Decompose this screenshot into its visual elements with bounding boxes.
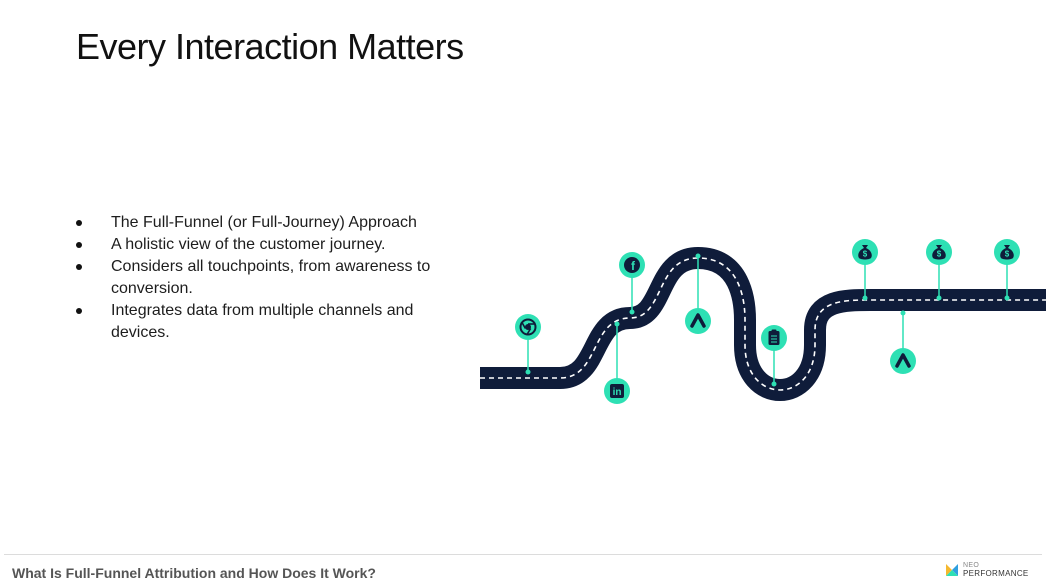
bullet-text: Considers all touchpoints, from awarenes… (111, 258, 431, 297)
bullet-item: Considers all touchpoints, from awarenes… (76, 256, 456, 300)
bullet-dot (76, 220, 82, 226)
touchpoint-dots (525, 253, 1010, 387)
logo-line-2: PERFORMANCE (963, 569, 1029, 578)
chrome-icon (515, 314, 541, 340)
bullet-item: A holistic view of the customer journey. (76, 234, 456, 256)
linkedin-icon: in (604, 378, 630, 404)
money-bag-icon: $ (926, 239, 952, 265)
logo-mark-icon (946, 564, 958, 576)
money-bag-icon: $ (852, 239, 878, 265)
svg-text:$: $ (937, 250, 942, 259)
road (480, 247, 1046, 401)
bullet-text: The Full-Funnel (or Full-Journey) Approa… (111, 214, 417, 231)
facebook-icon: f (619, 252, 645, 278)
footer-caption: What Is Full-Funnel Attribution and How … (12, 565, 376, 581)
bullet-dot (76, 264, 82, 270)
road-center-line (480, 257, 1046, 391)
svg-text:f: f (631, 259, 636, 273)
brand-logo: NEO PERFORMANCE (944, 562, 1029, 578)
google-ads-icon (685, 308, 711, 334)
slide-title: Every Interaction Matters (76, 26, 464, 67)
bullet-item: Integrates data from multiple channels a… (76, 300, 456, 344)
svg-text:in: in (613, 387, 622, 398)
svg-text:$: $ (1005, 250, 1010, 259)
touchpoint-connectors (527, 256, 1008, 384)
bullet-text: Integrates data from multiple channels a… (111, 302, 414, 341)
clipboard-icon (761, 325, 787, 351)
svg-text:$: $ (863, 250, 868, 259)
logo-line-1: NEO (963, 562, 980, 569)
footer-divider (4, 554, 1042, 555)
google-ads-icon (890, 348, 916, 374)
bullet-list: The Full-Funnel (or Full-Journey) Approa… (76, 212, 456, 344)
bullet-dot (76, 308, 82, 314)
bullet-item: The Full-Funnel (or Full-Journey) Approa… (76, 212, 456, 234)
money-bag-icon: $ (994, 239, 1020, 265)
bullet-dot (76, 242, 82, 248)
bullet-text: A holistic view of the customer journey. (111, 236, 386, 253)
logo-wordmark: NEO PERFORMANCE (963, 562, 1029, 578)
